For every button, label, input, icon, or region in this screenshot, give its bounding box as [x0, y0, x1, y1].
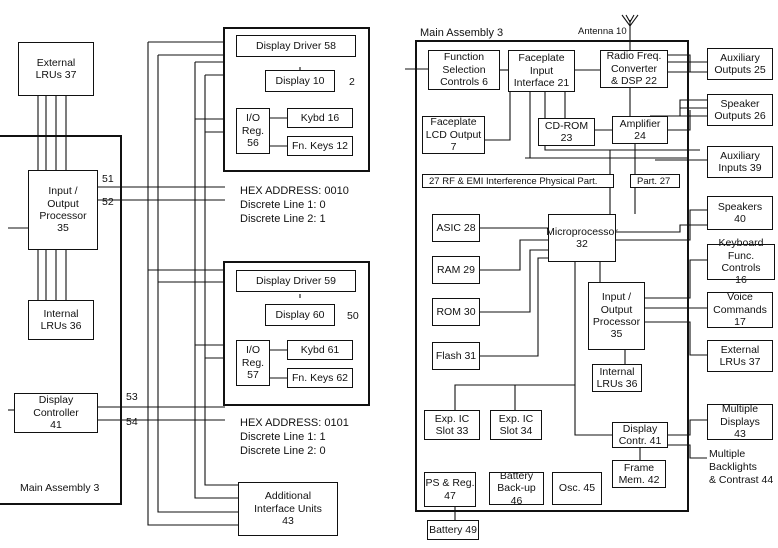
battery: Battery 49 — [427, 520, 479, 540]
trunk-3 — [194, 62, 238, 499]
left-main-assembly-label: Main Assembly 3 — [20, 482, 100, 494]
amplifier: Amplifier 24 — [612, 116, 668, 144]
panel-a-kybd: Kybd 16 — [287, 108, 353, 128]
panel-b-kybd: Kybd 61 — [287, 340, 353, 360]
antenna-head — [621, 14, 639, 27]
right-main-assembly-frame — [415, 40, 689, 512]
voice-commands: Voice Commands 17 — [707, 291, 773, 328]
antenna-label: Antenna 10 — [578, 26, 627, 37]
right-io-processor: Input / Output Processor 35 — [588, 282, 645, 350]
asic: ASIC 28 — [432, 214, 480, 242]
keyboard-func-controls: Keyboard Func. Controls 16 — [707, 237, 775, 286]
additional-interface-units: Additional Interface Units 43 — [238, 482, 338, 536]
right-main-assembly-title: Main Assembly 3 — [420, 27, 504, 39]
exp-ic-slot-33: Exp. IC Slot 33 — [424, 410, 480, 440]
auxiliary-outputs: Auxiliary Outputs 25 — [707, 48, 773, 80]
wire-int-lru-io — [37, 250, 67, 300]
microprocessor: Microprocessor 32 — [546, 214, 618, 262]
left-internal-lrus: Internal LRUs 36 — [28, 300, 94, 340]
external-lrus-right: External LRUs 37 — [707, 340, 773, 372]
speaker-outputs: Speaker Outputs 26 — [707, 94, 773, 126]
exp-ic-slot-34: Exp. IC Slot 34 — [490, 410, 542, 440]
multiple-backlights: Multiple Backlights & Contrast 44 — [709, 448, 774, 487]
panel-b-frame — [223, 261, 370, 406]
trunk-1 — [147, 42, 238, 526]
panel-b-hex: HEX ADDRESS: 0101 Discrete Line 1: 1 Dis… — [240, 417, 349, 457]
panel-a-io-reg: I/O Reg. 56 — [236, 108, 270, 154]
left-io-processor: Input / Output Processor 35 — [28, 170, 98, 250]
ps-reg: PS & Reg. 47 — [424, 472, 476, 507]
faceplate-input-interface: Faceplate Input Interface 21 — [508, 50, 575, 92]
faceplate-lcd-output: Faceplate LCD Output 7 — [422, 116, 485, 154]
battery-backup: Battery Back-up 46 — [489, 470, 544, 507]
panel-a-frame — [223, 27, 370, 172]
part-27-strip: Part. 27 — [630, 174, 680, 188]
rom: ROM 30 — [432, 298, 480, 326]
oscillator: Osc. 45 — [552, 472, 602, 505]
ram: RAM 29 — [432, 256, 480, 284]
left-main-assembly-frame — [0, 135, 122, 505]
radio-freq-converter: Radio Freq. Converter & DSP 22 — [600, 50, 668, 88]
panel-b-fn-keys: Fn. Keys 62 — [287, 368, 353, 388]
left-external-lrus: External LRUs 37 — [18, 42, 94, 96]
rf-emi-strip: 27 RF & EMI Interference Physical Part. — [422, 174, 614, 188]
auxiliary-inputs: Auxiliary Inputs 39 — [707, 146, 773, 178]
right-internal-lrus: Internal LRUs 36 — [592, 364, 642, 392]
panel-b-io-reg: I/O Reg. 57 — [236, 340, 270, 386]
flash: Flash 31 — [432, 342, 480, 370]
panel-a-hex: HEX ADDRESS: 0010 Discrete Line 1: 0 Dis… — [240, 185, 349, 225]
panel-a-fn-keys: Fn. Keys 12 — [287, 136, 353, 156]
speakers: Speakers 40 — [707, 196, 773, 230]
cd-rom: CD-ROM 23 — [538, 118, 595, 146]
function-selection-controls: Function Selection Controls 6 — [428, 50, 500, 90]
panel-b-display: Display 60 — [265, 304, 335, 326]
bus-label-53: 53 — [126, 391, 138, 403]
trunk-4 — [204, 75, 238, 486]
panel-a-display: Display 10 — [265, 70, 335, 92]
frame-mem: Frame Mem. 42 — [612, 460, 666, 488]
trunk-2 — [157, 55, 238, 513]
panel-b-ref: 50 — [347, 310, 359, 322]
panel-a-ref: 2 — [349, 76, 355, 88]
bus-label-52: 52 — [102, 196, 114, 208]
left-display-controller: Display Controller 41 — [14, 393, 98, 433]
panel-b-display-driver: Display Driver 59 — [236, 270, 356, 292]
multiple-displays: Multiple Displays 43 — [707, 403, 773, 440]
wire-ext-lru-io — [37, 95, 67, 170]
panel-a-display-driver: Display Driver 58 — [236, 35, 356, 57]
bus-label-51: 51 — [102, 173, 114, 185]
display-contr: Display Contr. 41 — [612, 422, 668, 448]
bus-label-54: 54 — [126, 416, 138, 428]
